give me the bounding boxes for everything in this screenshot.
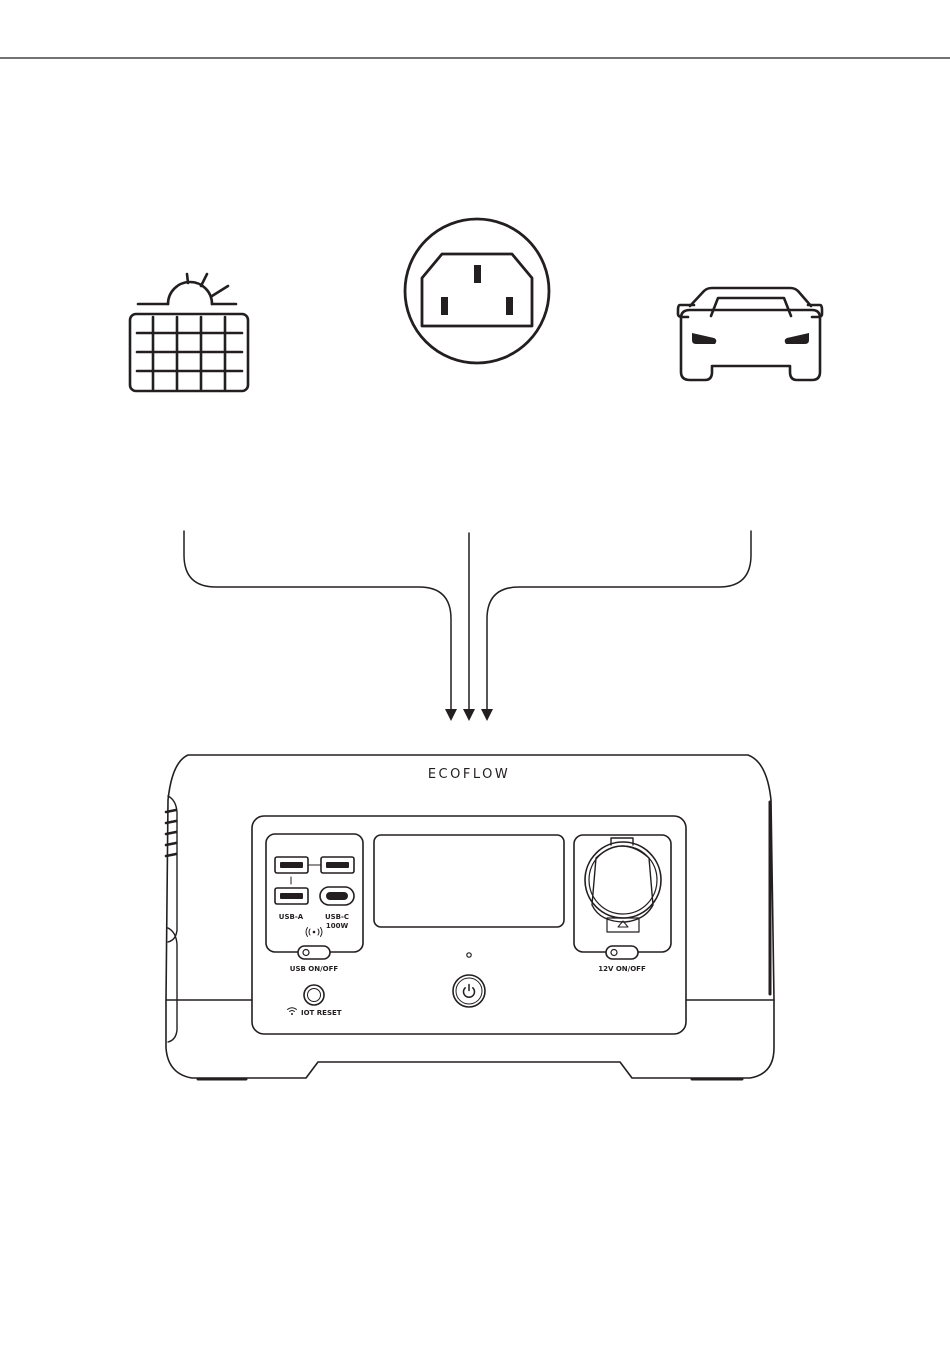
usb-c-power-label: 100W	[326, 922, 349, 930]
usb-a-label: USB-A	[279, 913, 304, 921]
wireless-icon	[306, 928, 322, 937]
usb-c-label: USB-C	[325, 913, 349, 921]
wifi-icon	[288, 1008, 297, 1015]
solar-flow-line	[184, 531, 451, 716]
ac-inlet-icon	[405, 219, 549, 363]
usb-on-off-label: USB ON/OFF	[290, 965, 339, 973]
power-icon	[464, 985, 475, 998]
iot-reset-label: IOT RESET	[301, 1009, 342, 1017]
indicator-led	[467, 953, 471, 957]
power-station: ECOFLOW USB-A USB-C 100W USB ON/OFF	[166, 755, 774, 1079]
display-screen	[374, 835, 564, 927]
brand-logo: ECOFLOW	[428, 767, 510, 782]
solar-panel-icon	[130, 274, 248, 391]
12v-on-off-label: 12V ON/OFF	[598, 965, 646, 973]
iot-reset-button[interactable]	[304, 985, 324, 1005]
power-button[interactable]	[453, 975, 485, 1007]
front-panel	[252, 816, 686, 1034]
usb-module	[266, 834, 363, 952]
charging-flow-lines	[184, 531, 751, 721]
12v-car-outlet[interactable]	[585, 842, 661, 918]
car-flow-line	[487, 531, 751, 716]
dc-module	[574, 835, 671, 952]
car-icon	[678, 288, 822, 380]
